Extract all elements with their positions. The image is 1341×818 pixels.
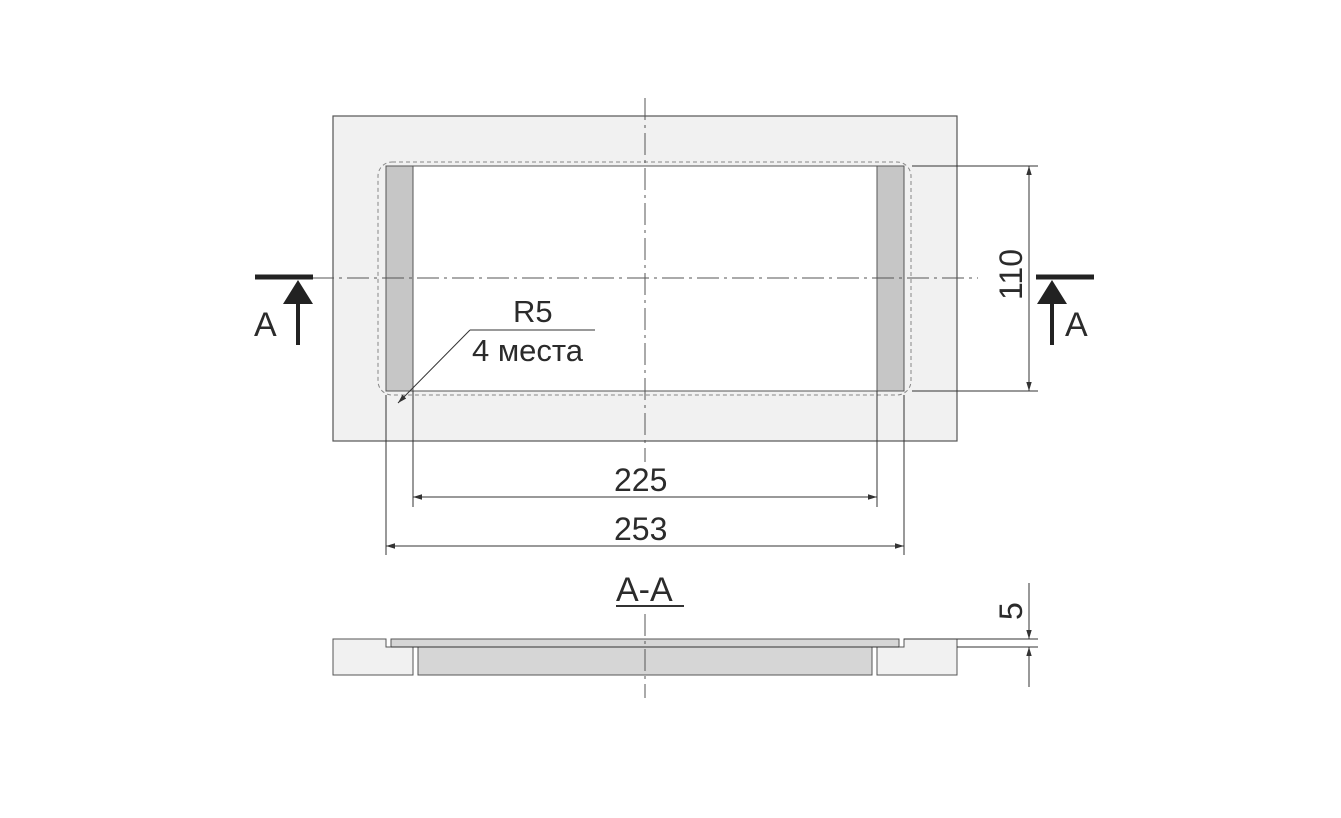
dimension-inner-width-label: 225: [614, 462, 667, 498]
extension-lines: [385, 391, 905, 555]
section-letter-left: A: [254, 306, 277, 344]
section-letter-right: A: [1065, 306, 1088, 344]
section-marker-left: A: [254, 274, 313, 345]
dimension-depth: 5: [904, 583, 1038, 687]
section-view: [332, 614, 958, 698]
section-title: А-А: [616, 571, 673, 609]
radius-label: R5: [513, 294, 553, 329]
dimension-height: 110: [912, 165, 1038, 392]
dimension-outer-width-label: 253: [614, 511, 667, 547]
radius-callout: R5 4 места: [397, 294, 595, 404]
section-title-group: А-А: [616, 571, 684, 609]
section-marker-right: A: [1036, 274, 1094, 345]
dimension-depth-label: 5: [993, 602, 1029, 620]
dimension-outer-width: 253: [386, 511, 904, 549]
dimension-height-label: 110: [993, 249, 1029, 300]
plan-view: [312, 98, 978, 462]
dimension-inner-width: 225: [413, 462, 877, 500]
places-label: 4 места: [472, 333, 584, 368]
